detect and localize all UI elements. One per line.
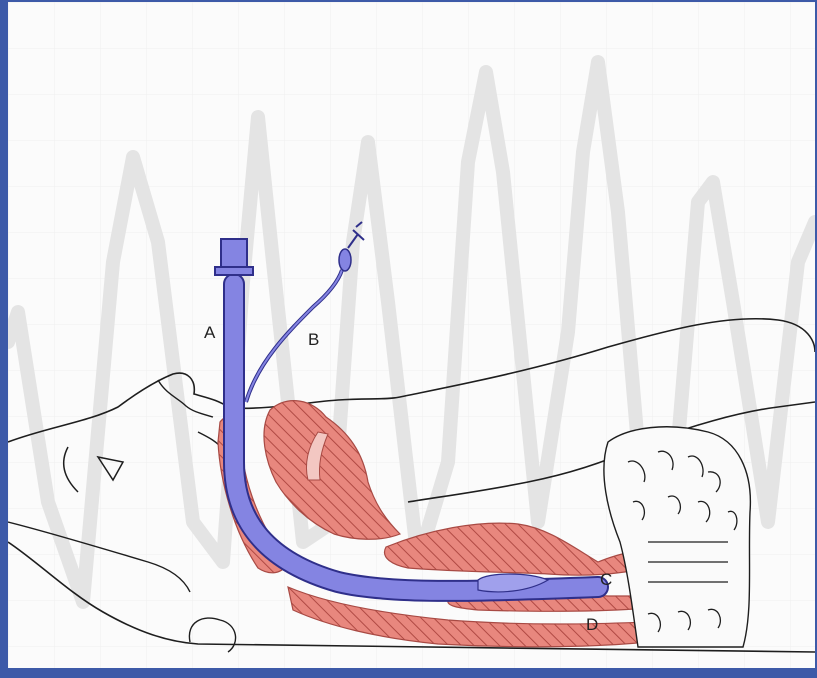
diagram-panel: A B C D — [8, 2, 815, 668]
intubation-diagram: A B C D — [8, 2, 815, 668]
label-b: B — [308, 330, 319, 349]
label-a: A — [204, 323, 216, 342]
label-c: C — [600, 570, 612, 589]
tube-connector-flange — [215, 267, 253, 275]
label-d: D — [586, 615, 598, 634]
pilot-balloon — [339, 249, 351, 271]
